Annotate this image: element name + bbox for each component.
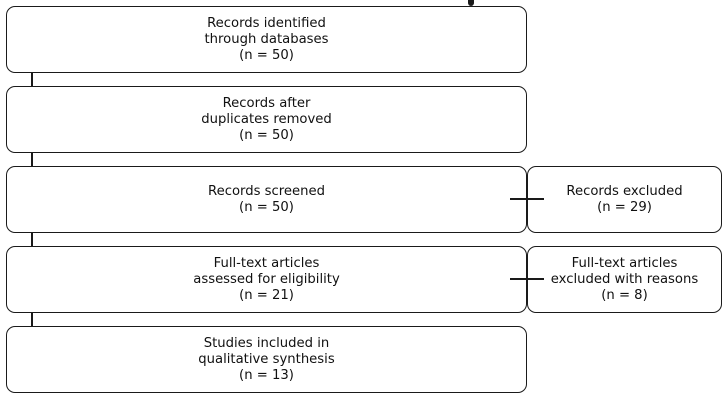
duplicates-removed-line-2: duplicates removed [201,111,332,127]
records-screened-text: Records screened (n = 50) [208,184,325,216]
fulltext-excluded-line-2: excluded with reasons [550,271,699,287]
records-identified-count: (n = 50) [239,47,294,63]
studies-included-text: Studies included in qualitative synthesi… [198,336,334,384]
duplicates-removed-count: (n = 50) [239,127,294,143]
studies-included-box: Studies included in qualitative synthesi… [6,326,527,393]
records-excluded-count: (n = 29) [597,199,652,215]
fulltext-excluded-line-1: Full-text articles [571,255,678,271]
eligibility-line-1: Full-text articles [213,255,320,271]
duplicates-removed-box: Records after duplicates removed (n = 50… [6,86,527,153]
studies-included-line-1: Studies included in [203,335,330,351]
fulltext-excluded-box: Full-text articles excluded with reasons… [527,246,722,313]
studies-included-count: (n = 13) [239,367,294,383]
records-screened-box: Records screened (n = 50) [6,166,527,233]
fulltext-excluded-text: Full-text articles excluded with reasons… [551,256,698,304]
records-identified-line-2: through databases [204,31,329,47]
screened-to-excluded-connector [510,198,544,200]
records-screened-count: (n = 50) [239,199,294,215]
eligibility-text: Full-text articles assessed for eligibil… [193,256,340,304]
eligibility-count: (n = 21) [239,287,294,303]
records-identified-box: Records identified through databases (n … [6,6,527,73]
records-excluded-text: Records excluded (n = 29) [566,184,682,216]
studies-included-line-2: qualitative synthesis [198,351,335,367]
records-excluded-line-1: Records excluded [566,183,683,199]
duplicates-removed-text: Records after duplicates removed (n = 50… [201,96,332,144]
eligibility-line-2: assessed for eligibility [193,271,340,287]
records-identified-text: Records identified through databases (n … [204,16,328,64]
records-excluded-box: Records excluded (n = 29) [527,166,722,233]
top-edge-mark [468,0,474,6]
records-screened-line-1: Records screened [208,183,325,199]
eligibility-to-excluded-connector [510,278,544,280]
fulltext-excluded-count: (n = 8) [601,287,648,303]
eligibility-box: Full-text articles assessed for eligibil… [6,246,527,313]
records-identified-line-1: Records identified [207,15,326,31]
duplicates-removed-line-1: Records after [222,95,311,111]
